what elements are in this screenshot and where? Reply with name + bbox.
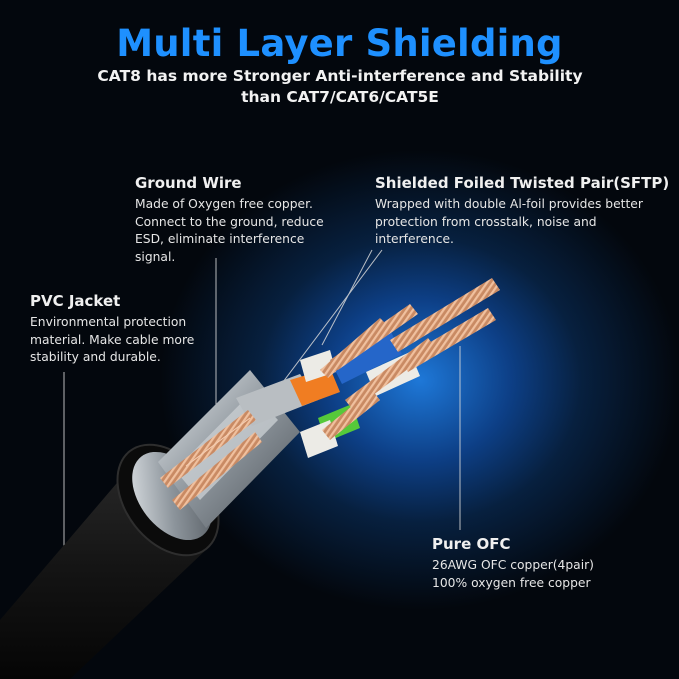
callout-line: protection from crosstalk, noise and [375,214,597,229]
callout-body: 26AWG OFC copper(4pair) 100% oxygen free… [432,557,652,592]
callout-line: stability and durable. [30,350,161,364]
callout-body: Wrapped with double Al-foil provides bet… [375,196,665,249]
callout-line: Environmental protection [30,315,187,329]
callout-sftp: Shielded Foiled Twisted Pair(SFTP) Wrapp… [375,174,675,249]
callout-line: ESD, eliminate interference [135,232,305,246]
callout-line: interference. [375,232,454,246]
callout-pvc-jacket: PVC Jacket Environmental protection mate… [30,292,220,367]
callout-ground-wire: Ground Wire Made of Oxygen free copper. … [135,174,340,266]
page-title: Multi Layer Shielding [116,22,563,65]
callout-body: Environmental protection material. Make … [30,314,220,367]
callout-line: Made of Oxygen free copper. [135,197,313,211]
callout-line: 100% oxygen free copper [432,575,591,590]
callout-heading: PVC Jacket [30,292,121,310]
callout-line: 26AWG OFC copper(4pair) [432,558,594,572]
callout-body: Made of Oxygen free copper. Connect to t… [135,196,340,266]
callout-heading: Ground Wire [135,174,242,192]
page-subtitle: CAT8 has more Stronger Anti-interference… [60,66,620,108]
callout-line: Wrapped with double Al-foil provides bet… [375,197,643,211]
callout-pure-ofc: Pure OFC 26AWG OFC copper(4pair) 100% ox… [432,535,652,592]
callout-heading: Pure OFC [432,535,511,553]
subtitle-line-2: than CAT7/CAT6/CAT5E [241,88,439,106]
callout-line: material. Make cable more [30,332,195,347]
callout-line: signal. [135,249,176,264]
callout-heading: Shielded Foiled Twisted Pair(SFTP) [375,174,670,192]
twisted-pairs [160,278,500,510]
callout-line: Connect to the ground, reduce [135,214,324,229]
subtitle-line-1: CAT8 has more Stronger Anti-interference… [97,67,583,85]
